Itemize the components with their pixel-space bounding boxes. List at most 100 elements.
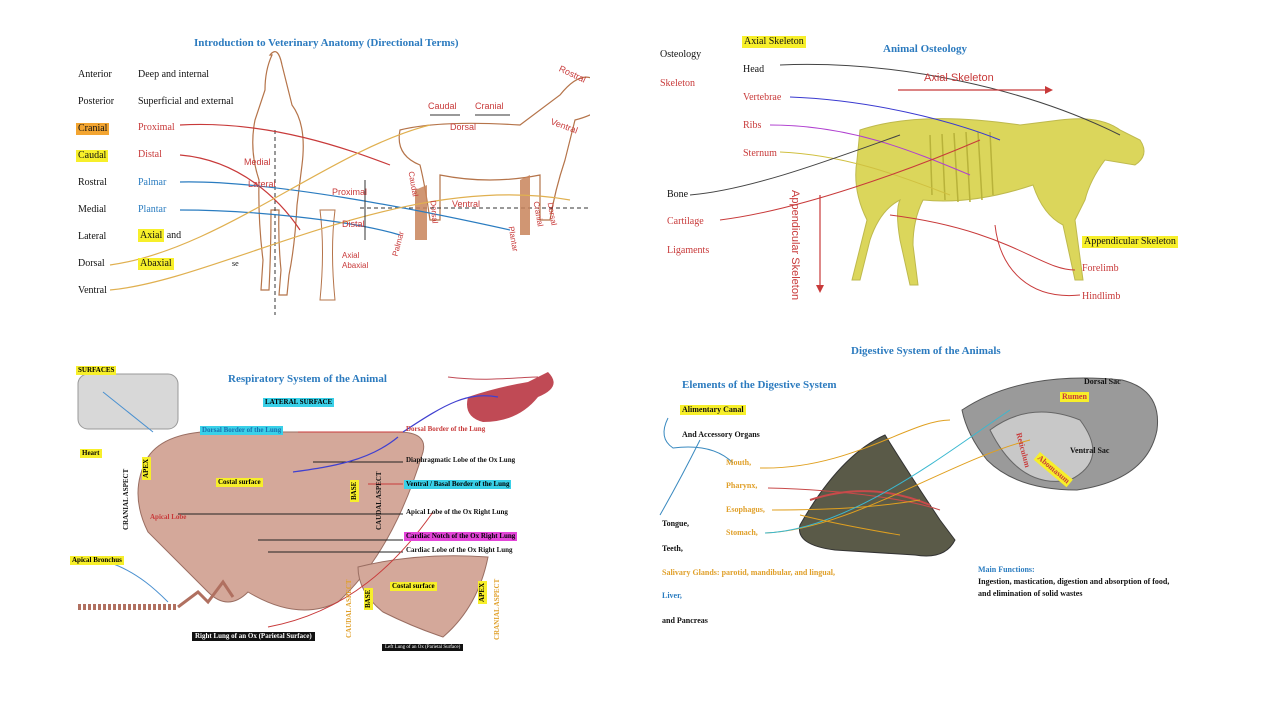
fig-distal: Distal: [342, 219, 365, 229]
base-label-2: BASE: [364, 587, 373, 610]
cardiac-notch: Cardiac Notch of the Ox Right Lung: [404, 532, 518, 541]
directional-terms-diagram: [109, 51, 590, 315]
term-ventral: Ventral: [78, 285, 107, 296]
rumen-label: Rumen: [1060, 392, 1089, 402]
term-cranial: Cranial: [76, 123, 110, 135]
ribs-label: Ribs: [743, 120, 762, 131]
panel-osteology: Animal Osteology Axial Skeleton Osteolog…: [650, 30, 1190, 320]
axial-skeleton-badge: Axial Skeleton: [742, 36, 806, 48]
term-dorsal: Dorsal: [78, 258, 105, 269]
main-functions-line1: Ingestion, mastication, digestion and ab…: [978, 577, 1170, 586]
panel-digestive: Digestive System of the Animals Elements…: [650, 340, 1190, 640]
panel-respiratory: Respiratory System of the Animal SURFACE…: [68, 362, 588, 657]
fig-ventral2: Ventral: [452, 199, 481, 209]
hindlimb-label: Hindlimb: [1082, 291, 1121, 302]
ventral-sac-label: Ventral Sac: [1070, 446, 1110, 455]
term-proximal: Proximal: [138, 122, 175, 133]
term-axial-and: Axial and: [138, 229, 182, 242]
ligaments-label: Ligaments: [667, 245, 710, 256]
osteology-diagram: [689, 63, 1145, 297]
costal-surface-2: Costal surface: [390, 582, 437, 591]
sternum-label: Sternum: [743, 148, 777, 159]
term-caudal: Caudal: [76, 150, 109, 162]
osteology-label: Osteology: [660, 49, 702, 60]
apical-lobe-right: Apical Lobe of the Ox Right Lung: [406, 508, 508, 516]
apical-lobe: Apical Lobe: [150, 513, 187, 521]
main-functions-line2: and elimination of solid wastes: [978, 589, 1083, 598]
caudal-aspect-label: CAUDAL ASPECT: [375, 471, 383, 530]
term-lateral: Lateral: [78, 231, 107, 242]
stomach-label: Stomach,: [726, 528, 758, 537]
lateral-surface-badge: LATERAL SURFACE: [263, 398, 335, 407]
costal-surface: Costal surface: [216, 478, 263, 487]
panel4-subtitle: Elements of the Digestive System: [682, 379, 837, 391]
main-functions-title: Main Functions:: [978, 565, 1035, 574]
term-and: and: [166, 230, 182, 241]
panel2-title: Animal Osteology: [883, 43, 968, 55]
accessory-organs: And Accessory Organs: [682, 430, 760, 439]
liver-label: Liver,: [662, 591, 682, 600]
appendicular-badge: Appendicular Skeleton: [1082, 236, 1178, 248]
pharynx-label: Pharynx,: [726, 481, 758, 490]
term-abaxial: Abaxial: [138, 258, 174, 270]
digestive-diagram: [659, 377, 1159, 557]
apical-bronchus: Apical Bronchus: [70, 556, 124, 565]
diaphragmatic-lobe: Diaphragmatic Lobe of the Ox Lung: [406, 456, 516, 464]
bone-label: Bone: [667, 189, 689, 200]
term-deep-internal: Deep and internal: [138, 69, 210, 80]
cartilage-label: Cartilage: [667, 216, 704, 227]
panel4-title: Digestive System of the Animals: [851, 345, 1001, 357]
apex-label-2: APEX: [478, 580, 487, 604]
salivary-label: Salivary Glands: parotid, mandibular, an…: [662, 568, 835, 577]
cardiac-lobe: Cardiac Lobe of the Ox Right Lung: [406, 546, 513, 554]
left-lung-caption: Left Lung of an Ox (Parietal Surface): [382, 644, 464, 651]
axial-skeleton-arrow-label: Axial Skeleton: [924, 72, 994, 84]
panel-directional-terms: Introduction to Veterinary Anatomy (Dire…: [70, 30, 590, 320]
heart-badge: Heart: [80, 449, 102, 458]
respiratory-diagram: [77, 372, 554, 638]
appendicular-vertical-label: Appendicular Skeleton: [789, 190, 801, 301]
ventral-basal-border: Ventral / Basal Border of the Lung: [404, 480, 512, 489]
term-anterior: Anterior: [78, 69, 112, 80]
dorsal-border-cyan: Dorsal Border of the Lung: [200, 426, 284, 435]
head-label: Head: [743, 64, 765, 75]
vertebrae-label: Vertebrae: [743, 92, 782, 103]
fig-se: se: [232, 259, 239, 268]
fig-axial: Axial: [342, 251, 360, 260]
esophagus-label: Esophagus,: [726, 505, 765, 514]
skeleton-label: Skeleton: [660, 78, 695, 89]
term-axial: Axial: [138, 229, 165, 242]
term-plantar: Plantar: [138, 204, 167, 215]
teeth-label: Teeth,: [662, 544, 683, 553]
pancreas-label: and Pancreas: [662, 616, 708, 625]
fig-cranial: Cranial: [475, 101, 504, 111]
term-medial: Medial: [78, 204, 107, 215]
fig-lateral: Lateral: [248, 179, 276, 189]
caudal-aspect-label-2: CAUDAL ASPECT: [345, 579, 353, 638]
base-label: BASE: [350, 479, 359, 502]
dorsal-border-red: Dorsal Border of the Lung: [406, 425, 486, 433]
fig-medial: Medial: [244, 157, 271, 167]
forelimb-label: Forelimb: [1082, 263, 1119, 274]
apex-label: APEX: [142, 456, 151, 480]
panel1-title: Introduction to Veterinary Anatomy (Dire…: [194, 37, 459, 49]
alimentary-canal: Alimentary Canal: [680, 405, 746, 415]
dorsal-sac-label: Dorsal Sac: [1084, 377, 1121, 386]
right-lung-caption: Right Lung of an Ox (Parietal Surface): [192, 632, 315, 641]
fig-dorsal: Dorsal: [450, 122, 477, 132]
term-posterior: Posterior: [78, 96, 115, 107]
fig-caudal: Caudal: [428, 101, 457, 111]
fig-dorsal2: Dorsal: [428, 200, 440, 224]
cranial-aspect-label-2: CRANIAL ASPECT: [493, 578, 501, 640]
panel3-title: Respiratory System of the Animal: [228, 373, 387, 385]
mouth-label: Mouth,: [726, 458, 752, 467]
cranial-aspect-label: CRANIAL ASPECT: [122, 468, 130, 530]
term-palmar: Palmar: [138, 177, 167, 188]
fig-abaxial: Abaxial: [342, 261, 369, 270]
tongue-label: Tongue,: [662, 519, 690, 528]
term-rostral: Rostral: [78, 177, 107, 188]
term-superficial-external: Superficial and external: [138, 96, 234, 107]
term-distal: Distal: [138, 149, 162, 160]
fig-proximal: Proximal: [332, 187, 368, 197]
surfaces-badge: SURFACES: [76, 366, 117, 375]
